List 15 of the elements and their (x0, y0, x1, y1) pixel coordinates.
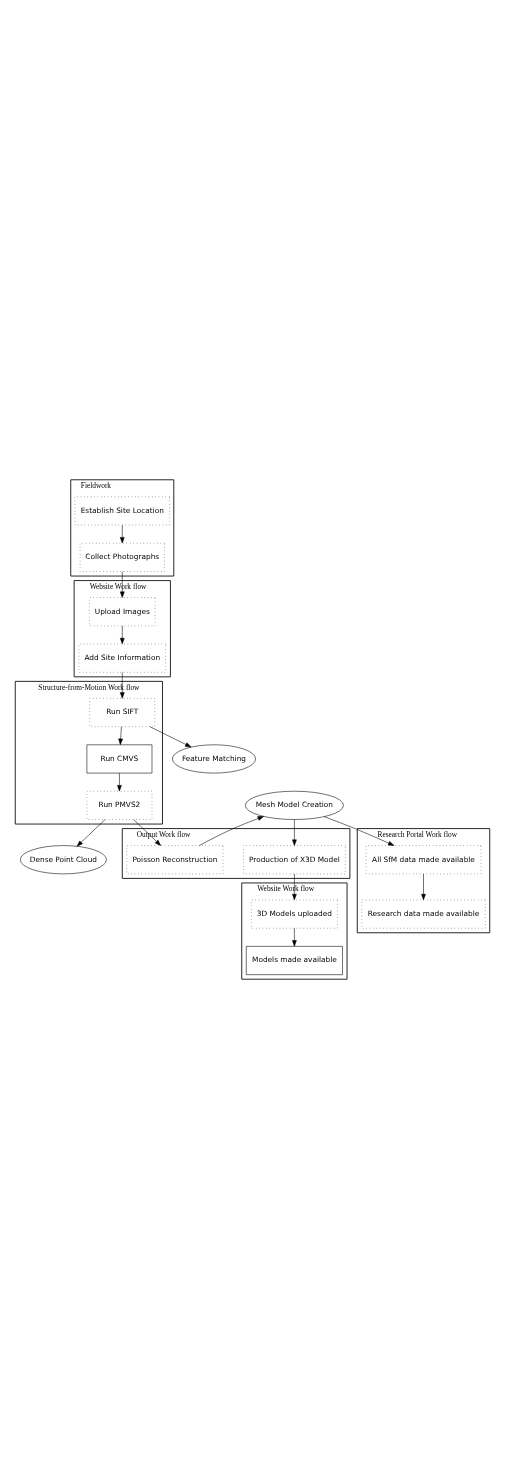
arrow (421, 873, 426, 901)
arrow (199, 816, 264, 846)
arrow (133, 819, 161, 846)
arrow (292, 927, 297, 947)
arrow (292, 873, 297, 901)
arrow (120, 571, 125, 598)
arrow (292, 819, 297, 846)
arrow (117, 772, 122, 792)
arrow (120, 672, 125, 699)
arrow (324, 816, 395, 846)
arrow (120, 524, 125, 544)
arrow (118, 726, 123, 745)
arrow (120, 625, 125, 645)
arrow (149, 726, 192, 748)
arrow (76, 819, 106, 847)
